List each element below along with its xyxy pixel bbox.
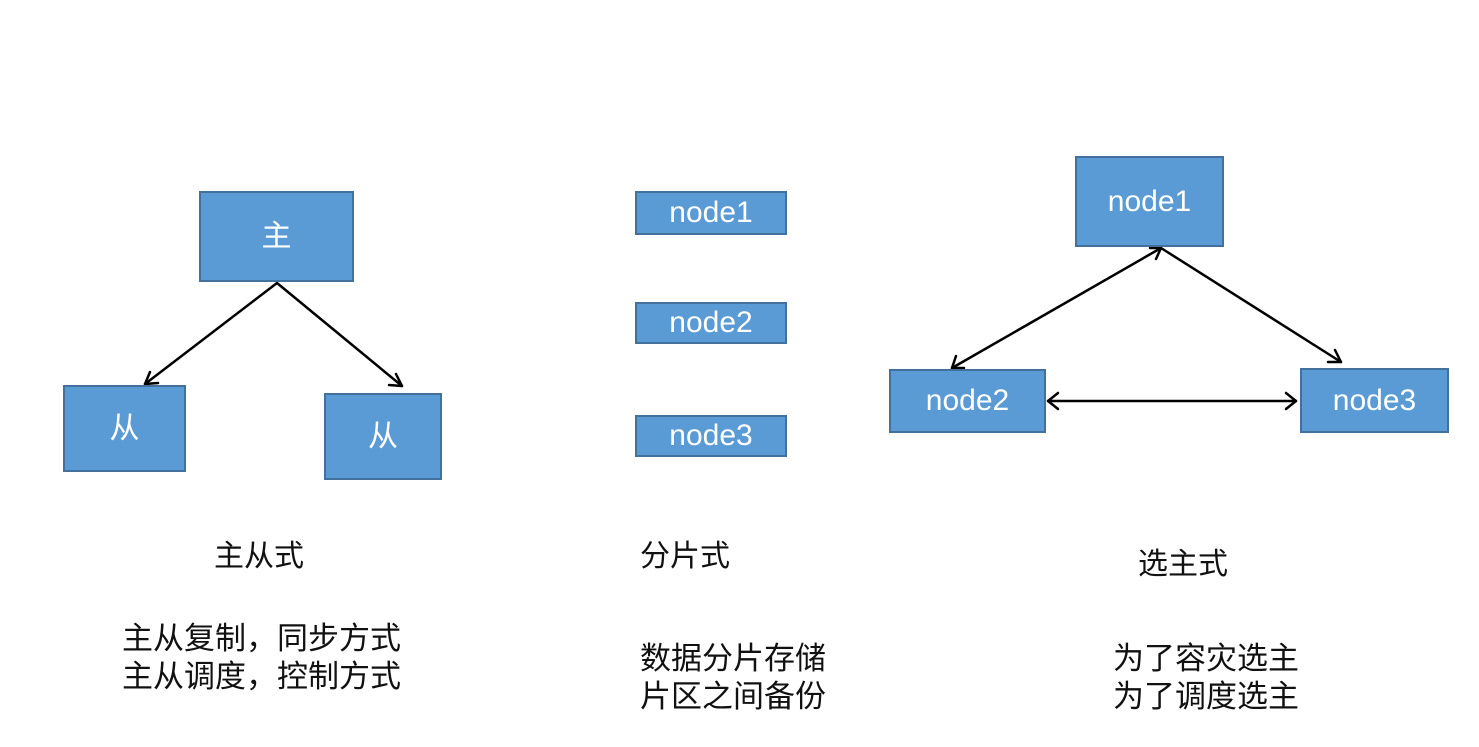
sharding-desc-line-2: 片区之间备份 bbox=[640, 679, 826, 715]
master-slave-desc-line-1: 主从复制，同步方式 bbox=[122, 621, 401, 657]
master-node-box: 主 bbox=[199, 191, 354, 282]
election-node2-label: node2 bbox=[925, 384, 1010, 417]
election-desc-line-1: 为了容灾选主 bbox=[1113, 641, 1299, 677]
election-node1-label: node1 bbox=[1107, 184, 1192, 218]
node2-node3-bidirectional-arrow bbox=[1046, 391, 1298, 411]
master-to-left-slave-arrow bbox=[143, 281, 279, 386]
election-title: 选主式 bbox=[1138, 547, 1228, 582]
shard-node1-box: node1 bbox=[635, 191, 787, 235]
election-node2-box: node2 bbox=[889, 369, 1046, 433]
slave-node-right-label: 从 bbox=[368, 418, 398, 454]
election-description: 为了容灾选主 为了调度选主 bbox=[1113, 640, 1299, 716]
sharding-desc-line-1: 数据分片存储 bbox=[640, 641, 826, 677]
node1-node2-bidirectional-arrow bbox=[950, 246, 1163, 370]
master-slave-desc-line-2: 主从调度，控制方式 bbox=[122, 659, 401, 695]
sharding-description: 数据分片存储 片区之间备份 bbox=[640, 640, 826, 716]
slave-node-left-label: 从 bbox=[109, 410, 140, 446]
shard-node2-box: node2 bbox=[635, 302, 787, 344]
election-node3-box: node3 bbox=[1300, 368, 1449, 433]
shard-node3-label: node3 bbox=[669, 419, 753, 452]
sharding-title: 分片式 bbox=[640, 539, 730, 574]
shard-node1-label: node1 bbox=[669, 196, 753, 229]
node1-to-node3-arrow bbox=[1159, 246, 1343, 364]
election-node3-label: node3 bbox=[1332, 383, 1417, 417]
shard-node2-label: node2 bbox=[669, 306, 753, 339]
shard-node3-box: node3 bbox=[635, 415, 787, 457]
election-desc-line-2: 为了调度选主 bbox=[1113, 679, 1299, 715]
master-to-right-slave-arrow bbox=[275, 281, 404, 388]
slave-node-right-box: 从 bbox=[324, 393, 442, 480]
slave-node-left-box: 从 bbox=[63, 385, 186, 472]
master-node-label: 主 bbox=[261, 218, 292, 254]
election-node1-box: node1 bbox=[1075, 156, 1224, 247]
master-slave-title: 主从式 bbox=[214, 539, 304, 574]
master-slave-description: 主从复制，同步方式 主从调度，控制方式 bbox=[122, 620, 401, 696]
